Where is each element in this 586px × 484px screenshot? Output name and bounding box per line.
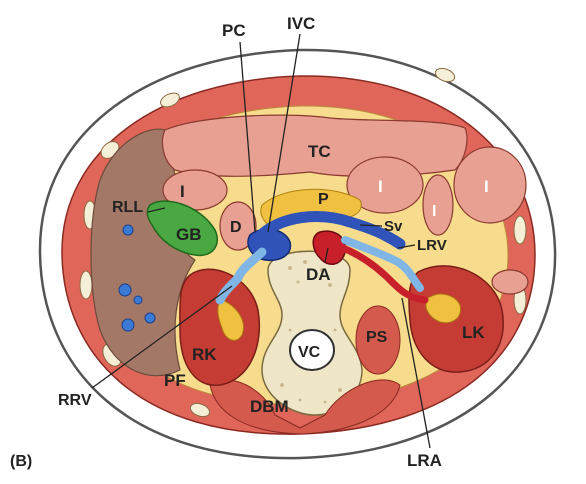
label-dbm: DBM — [250, 397, 289, 416]
label-intestine-2: I — [378, 177, 383, 196]
label-tc: TC — [308, 142, 331, 161]
label-p: P — [318, 191, 329, 208]
label-intestine-1: I — [180, 182, 185, 201]
label-pc: PC — [222, 21, 246, 40]
label-rk: RK — [192, 345, 217, 364]
intestine-loop-4 — [454, 147, 526, 223]
label-lk: LK — [462, 323, 485, 342]
label-lrv: LRV — [417, 237, 447, 254]
intestine-loop-5 — [492, 270, 528, 294]
label-da: DA — [306, 265, 331, 284]
label-pf: PF — [164, 371, 186, 390]
label-gb: GB — [176, 225, 202, 244]
label-ps: PS — [366, 329, 388, 346]
label-rrv: RRV — [58, 392, 92, 409]
panel-label: (B) — [10, 453, 32, 470]
label-intestine-3: I — [432, 203, 436, 220]
intestine-loop-3 — [423, 175, 453, 235]
label-d: D — [230, 219, 242, 236]
label-sv: Sv — [384, 218, 403, 235]
label-lra: LRA — [407, 451, 442, 470]
label-ivc: IVC — [287, 14, 315, 33]
label-rll: RLL — [112, 199, 143, 216]
label-vc: VC — [298, 344, 321, 361]
label-intestine-4: I — [484, 177, 489, 196]
